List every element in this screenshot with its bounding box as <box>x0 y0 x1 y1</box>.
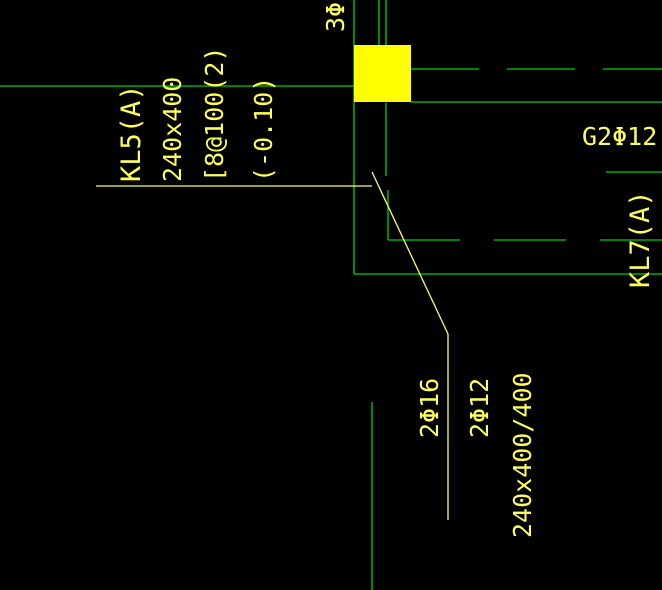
annotation-text: 3Φ KL5(A) 240x400 [8@100(2) (-0.10) G2Φ1… <box>116 2 657 538</box>
kl5-elevation-label[interactable]: (-0.10) <box>249 77 278 182</box>
beam-size-label[interactable]: 240x400/400 <box>508 372 537 538</box>
top-rebar-label[interactable]: 3Φ <box>321 2 350 32</box>
leader-lines <box>96 171 449 520</box>
beam-bottom-rebar-label[interactable]: 2Φ12 <box>465 378 494 438</box>
beam-top-rebar-label[interactable]: 2Φ16 <box>415 378 444 438</box>
kl5-size-label[interactable]: 240x400 <box>158 77 187 182</box>
diagonal-leader <box>371 171 449 335</box>
kl7-name-label[interactable]: KL7(A) <box>625 190 656 288</box>
g2-rebar-label[interactable]: G2Φ12 <box>582 122 657 151</box>
kl5-name-label[interactable]: KL5(A) <box>116 84 147 182</box>
column-block[interactable] <box>354 45 411 102</box>
kl5-stirrup-label[interactable]: [8@100(2) <box>200 47 229 182</box>
